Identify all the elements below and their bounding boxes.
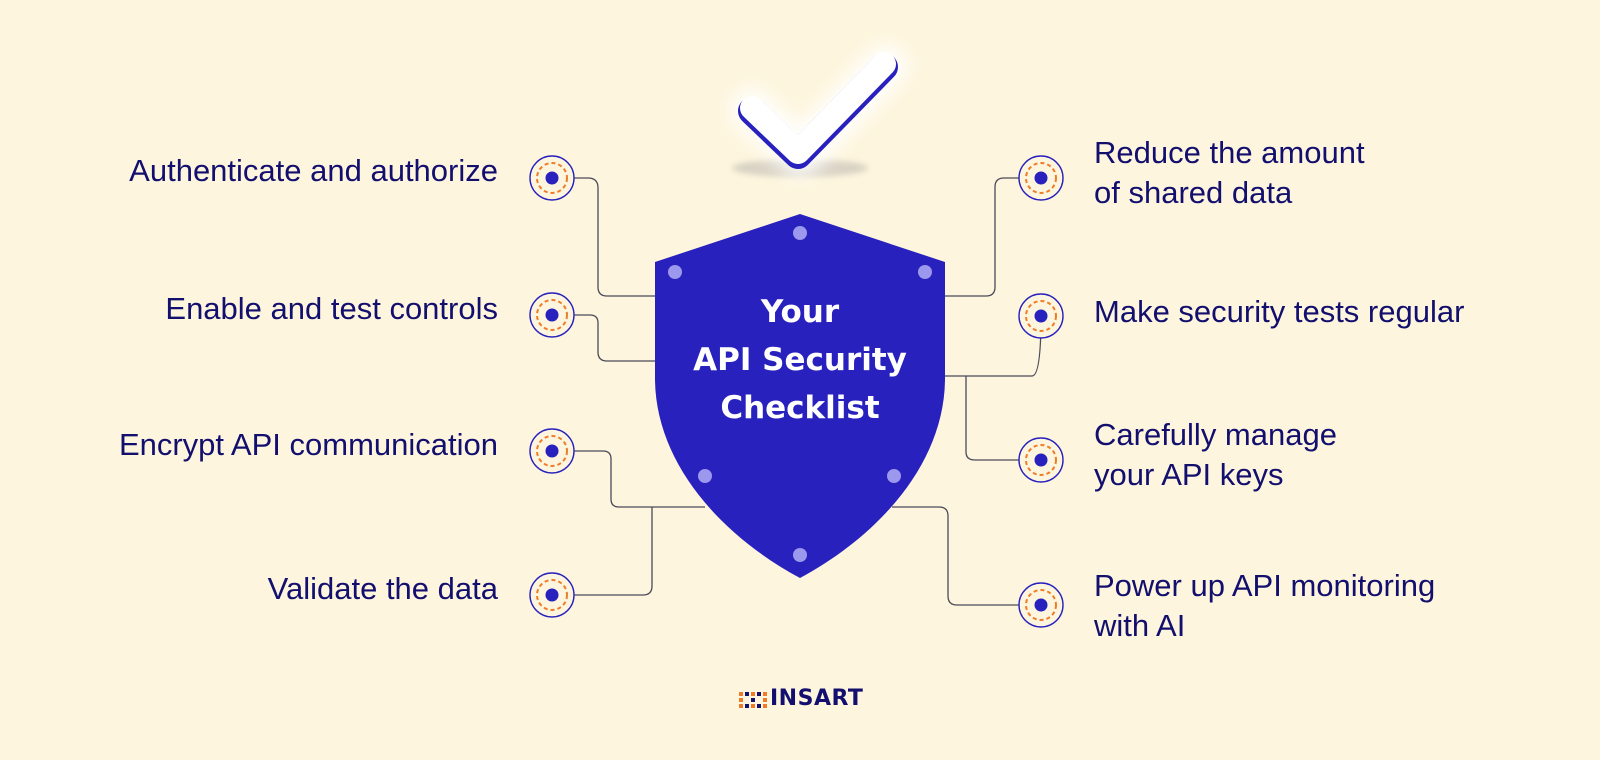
item-api-monitoring-ai: Power up API monitoring with AI: [1094, 566, 1435, 646]
shield: [655, 214, 945, 578]
item-enable-test-controls: Enable and test controls: [165, 289, 498, 329]
target-node-icon: [529, 428, 575, 474]
shield-title: Your API Security Checklist: [650, 288, 950, 432]
connector-enable-controls: [562, 314, 660, 362]
item-text: Enable and test controls: [165, 291, 498, 326]
target-node-icon: [529, 572, 575, 618]
shield-title-line-2: API Security: [693, 342, 907, 378]
connector-monitoring: [892, 506, 1041, 606]
connector-authenticate: [562, 177, 660, 297]
target-node-icon: [529, 155, 575, 201]
item-encrypt-api-communication: Encrypt API communication: [119, 425, 498, 465]
target-node-icon: [1018, 437, 1064, 483]
shield-title-line-1: Your: [760, 294, 840, 330]
connector-api-keys: [965, 376, 1041, 461]
item-text: Authenticate and authorize: [129, 153, 498, 188]
item-text-line-1: Power up API monitoring: [1094, 568, 1436, 603]
target-node-icon: [1018, 582, 1064, 628]
item-text-line-2: your API keys: [1094, 457, 1284, 492]
item-manage-api-keys: Carefully manage your API keys: [1094, 415, 1337, 495]
item-text-line-2: of shared data: [1094, 175, 1293, 210]
insart-logo-icon: [739, 692, 767, 708]
checkmark-icon: [730, 44, 908, 177]
shield-title-line-3: Checklist: [720, 390, 880, 426]
item-text: Make security tests regular: [1094, 294, 1465, 329]
brand-name: INSART: [770, 686, 864, 711]
item-text: Encrypt API communication: [118, 427, 498, 462]
connector-reduce-data: [942, 177, 1041, 297]
item-text: Validate the data: [267, 571, 498, 606]
item-security-tests-regular: Make security tests regular: [1094, 292, 1464, 332]
item-text-line-1: Reduce the amount: [1094, 135, 1365, 170]
target-node-icon: [529, 292, 575, 338]
item-text-line-2: with AI: [1094, 608, 1186, 643]
connector-validate: [562, 507, 653, 596]
item-authenticate-authorize: Authenticate and authorize: [129, 151, 498, 191]
item-text-line-1: Carefully manage: [1094, 417, 1337, 452]
shield-rivets: [668, 226, 932, 562]
connector-encrypt: [562, 450, 705, 508]
nodes: [529, 155, 1064, 628]
item-validate-data: Validate the data: [268, 569, 498, 609]
target-node-icon: [1018, 155, 1064, 201]
shield-body: [655, 214, 945, 578]
item-reduce-shared-data: Reduce the amount of shared data: [1094, 133, 1365, 213]
target-node-icon: [1018, 293, 1064, 339]
